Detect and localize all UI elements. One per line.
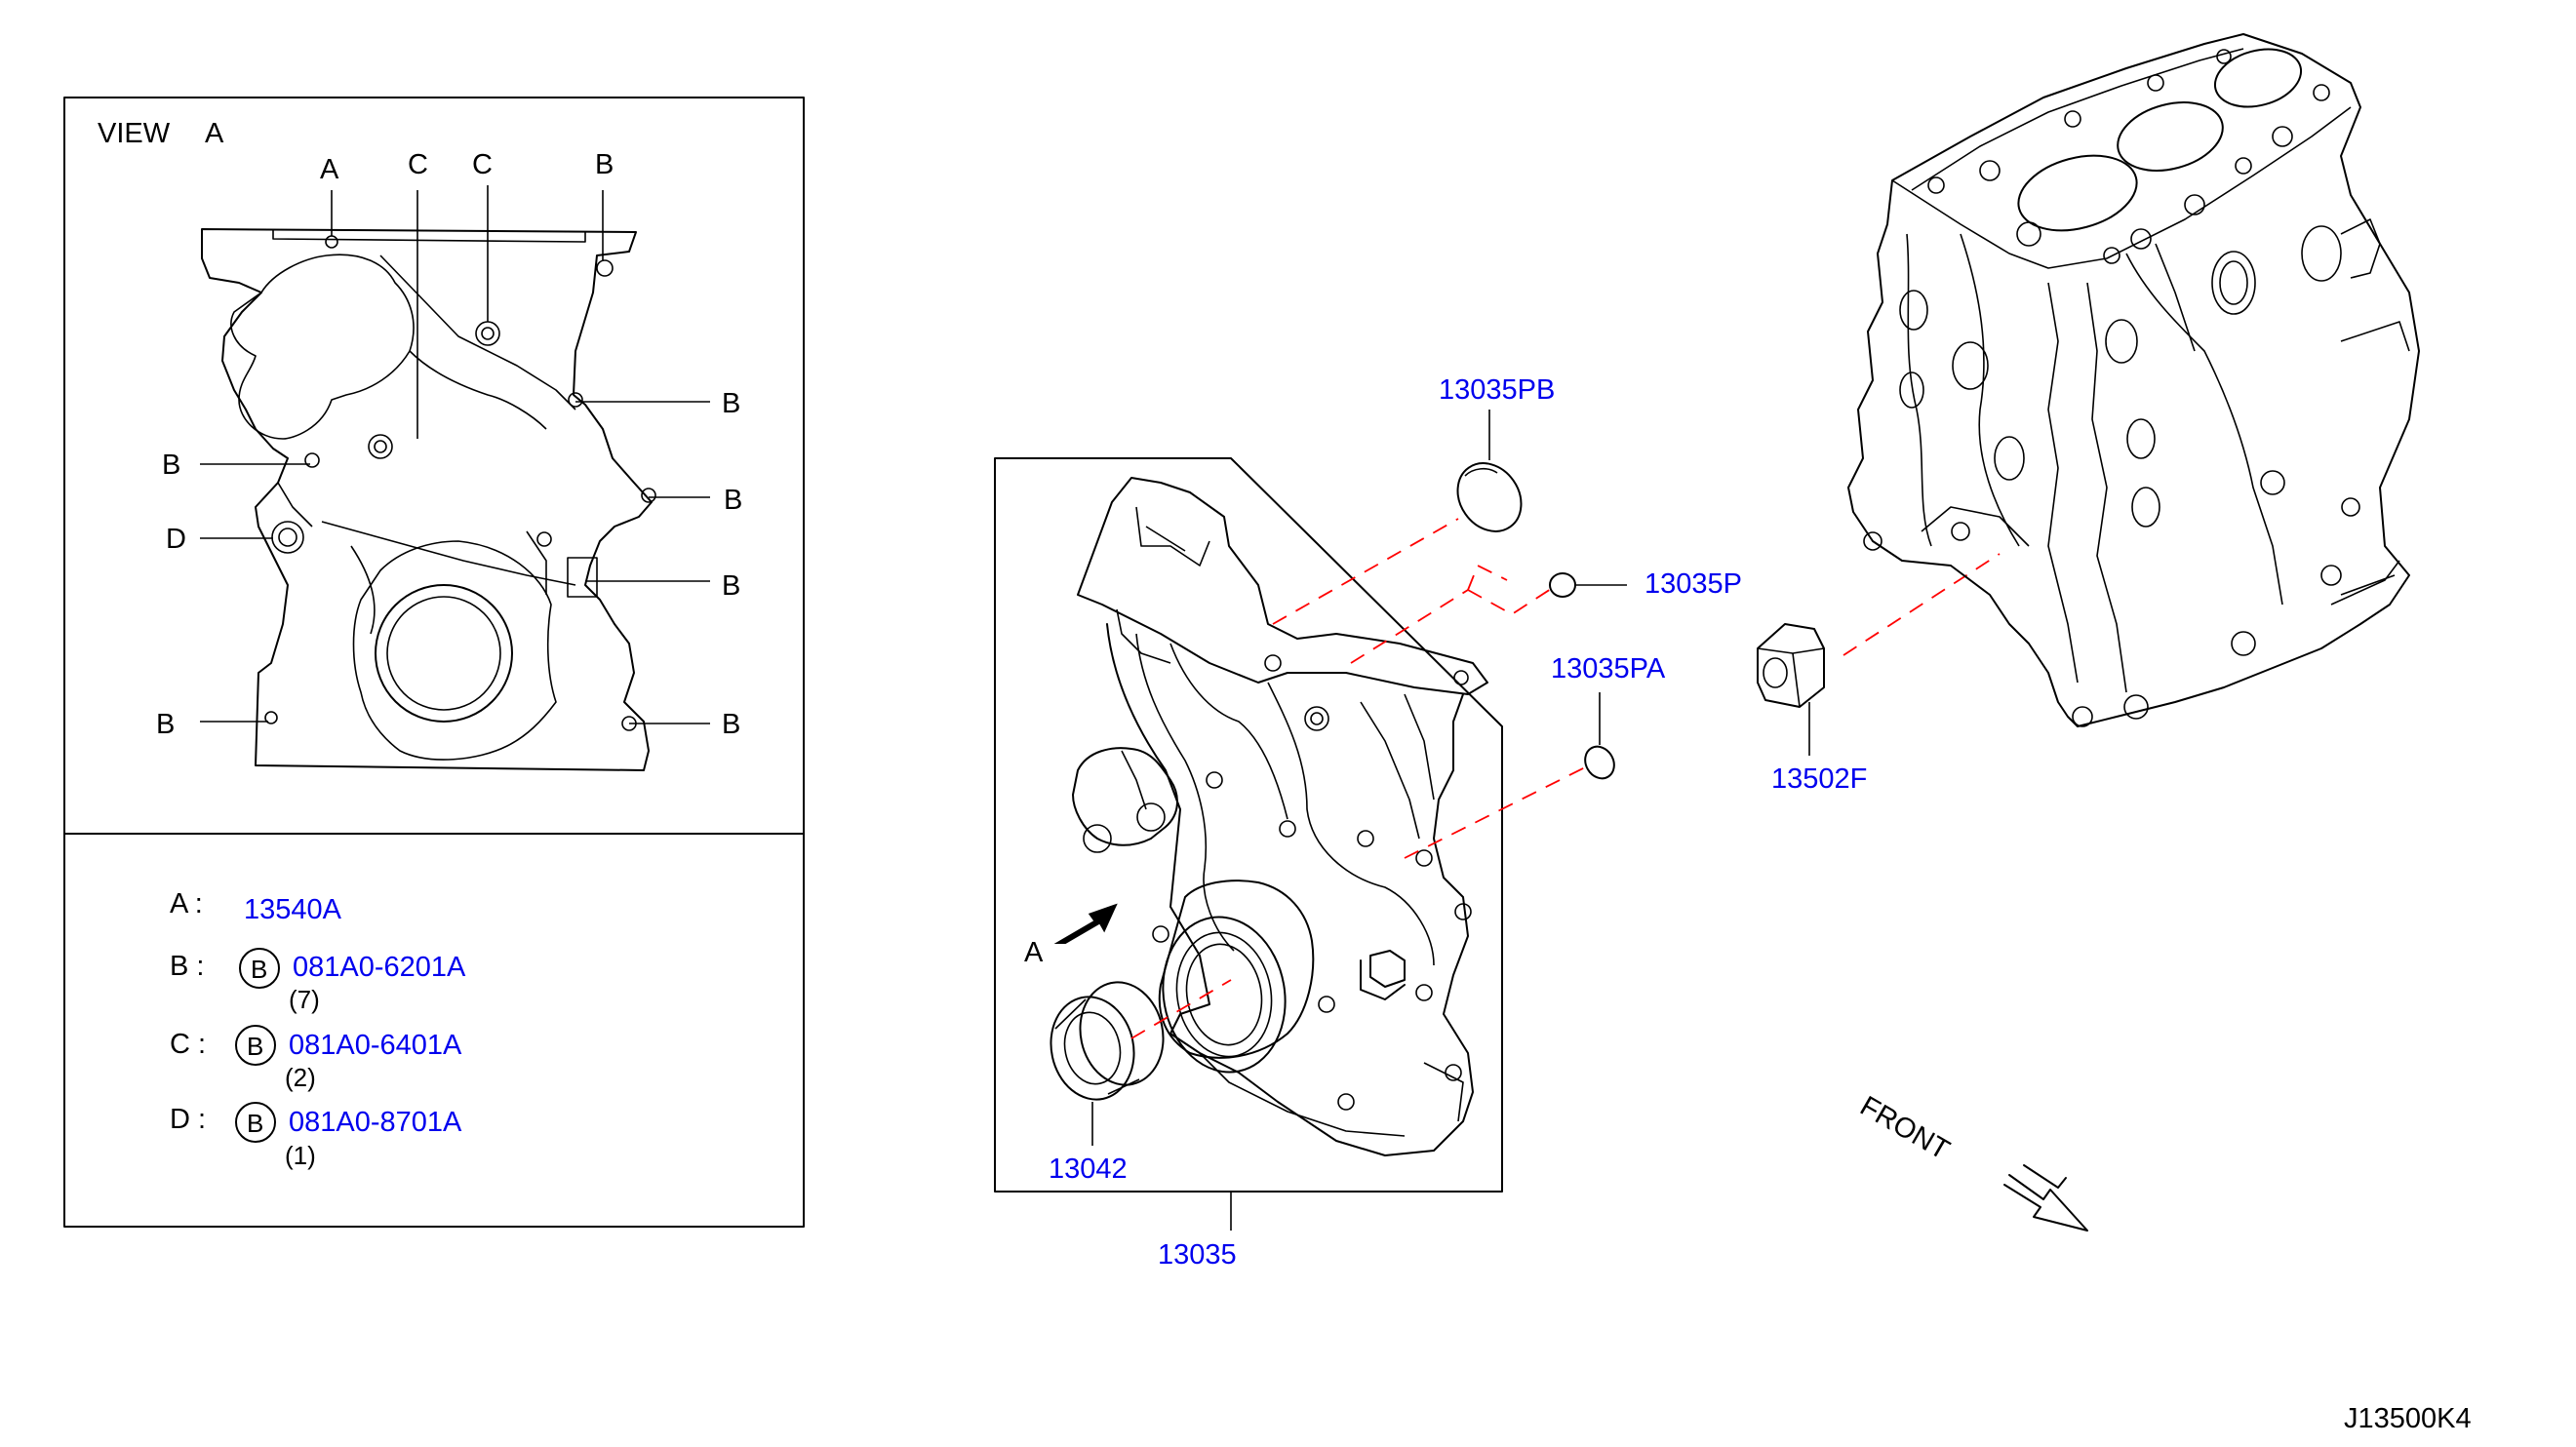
- view-label-b-right-3: B: [722, 570, 740, 602]
- legend-circle-d: B: [247, 1109, 263, 1138]
- dowel-bushing: [1757, 623, 1825, 756]
- view-label-c-top-1: C: [408, 149, 428, 180]
- legend-qty-b: (7): [289, 985, 320, 1014]
- engine-block: [1847, 33, 2420, 727]
- legend-part-c: 081A0-6401A: [289, 1030, 462, 1061]
- legend: A : 13540A B : B 081A0-6201A (7) C : B 0…: [170, 888, 466, 1170]
- view-label-b-left-2: B: [156, 709, 175, 740]
- view-a-panel: VIEW A A C C B B B B B B D B: [63, 97, 805, 1228]
- view-label-a-top: A: [320, 154, 339, 185]
- bolt-symbol: [235, 1025, 276, 1066]
- view-label-b-top: B: [595, 149, 614, 180]
- callout-13502f: 13502F: [1771, 763, 1867, 795]
- bolt-symbol: [235, 1102, 276, 1143]
- view-title-letter: A: [205, 118, 224, 149]
- diagram-code: J13500K4: [2344, 1403, 2472, 1434]
- view-label-b-right-1: B: [722, 388, 740, 419]
- timing-cover-assembly: A: [994, 410, 2001, 1231]
- view-label-b-left-1: B: [162, 450, 180, 481]
- timing-cover-drawing: [1072, 477, 1488, 1156]
- plug-13035pa: [1584, 745, 1615, 780]
- view-title: VIEW: [98, 118, 171, 149]
- legend-qty-d: (1): [285, 1141, 316, 1170]
- view-label-c-top-2: C: [472, 149, 493, 180]
- front-label: FRONT: [1855, 1090, 1956, 1166]
- view-leader-lines: [200, 185, 710, 724]
- bolt-symbol: [239, 948, 280, 989]
- callout-13035p: 13035P: [1645, 568, 1742, 600]
- view-label-b-right-4: B: [722, 709, 740, 740]
- legend-part-d: 081A0-8701A: [289, 1107, 462, 1138]
- legend-qty-c: (2): [285, 1063, 316, 1092]
- legend-key-b: B :: [170, 951, 204, 982]
- crankshaft-oil-seal: [1050, 981, 1165, 1101]
- plug-13035p: [1549, 572, 1576, 598]
- legend-circle-c: B: [247, 1032, 263, 1061]
- legend-part-b: 081A0-6201A: [293, 952, 466, 983]
- legend-part-a: 13540A: [244, 894, 342, 925]
- callout-13035pb: 13035PB: [1439, 374, 1555, 406]
- view-label-d-left: D: [166, 524, 186, 555]
- plug-13035pb: [1456, 462, 1523, 532]
- view-label-b-right-2: B: [724, 485, 742, 516]
- callout-13035: 13035: [1158, 1239, 1237, 1271]
- view-arrow-label: A: [1024, 937, 1044, 968]
- assembly-leader-lines: [1130, 518, 2001, 1039]
- callout-13042: 13042: [1049, 1154, 1128, 1185]
- legend-key-c: C :: [170, 1029, 206, 1060]
- legend-key-d: D :: [170, 1104, 206, 1135]
- callout-13035pa: 13035PA: [1551, 653, 1666, 684]
- timing-cover-rear-view: [201, 228, 656, 771]
- view-a-arrow-icon: [1053, 903, 1118, 944]
- legend-key-a: A :: [170, 888, 203, 919]
- front-direction-arrow-icon: [2003, 1164, 2088, 1232]
- legend-circle-b: B: [251, 955, 267, 984]
